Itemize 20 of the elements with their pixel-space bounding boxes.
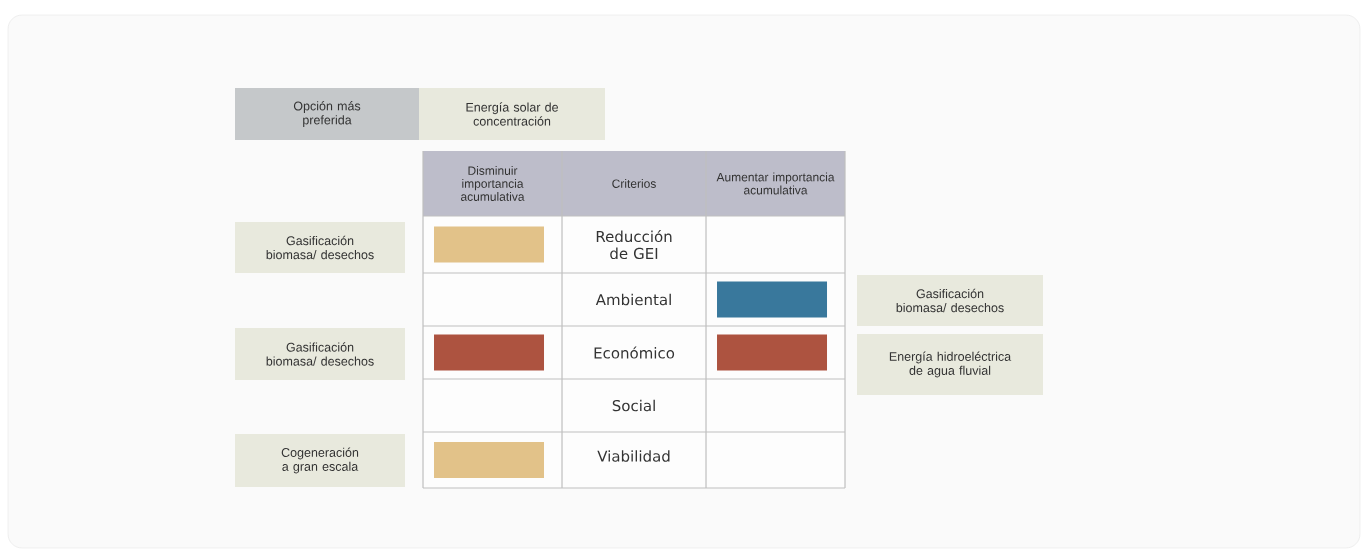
label-box: Gasificación biomasa/ desechos <box>235 328 405 380</box>
criterion-label: Ambiental <box>595 293 671 306</box>
column-header: Criterios <box>612 179 656 188</box>
column-header: Disminuir importancia acumulativa <box>461 166 525 201</box>
label-box: Gasificación biomasa/ desechos <box>235 222 405 273</box>
criterion-label: Económico <box>594 346 675 359</box>
bar <box>717 281 827 318</box>
label-box: Gasificación biomasa/ desechos <box>857 275 1043 326</box>
label-box: Energía solar de concentración <box>419 88 605 140</box>
label-box: Energía hidroeléctrica de agua fluvial <box>857 334 1043 395</box>
label-box: Opción más preferida <box>235 88 419 140</box>
column-header: Aumentar importancia acumulativa <box>716 172 835 195</box>
bar <box>434 334 544 371</box>
bar <box>434 226 544 263</box>
label-box: Cogeneración a gran escala <box>235 434 405 487</box>
criterion-label: Social <box>612 399 655 412</box>
bar <box>717 334 827 371</box>
criterion-label: Reducción de GEI <box>596 229 672 260</box>
criterion-label: Viabilidad <box>597 450 670 462</box>
bar <box>434 442 544 478</box>
